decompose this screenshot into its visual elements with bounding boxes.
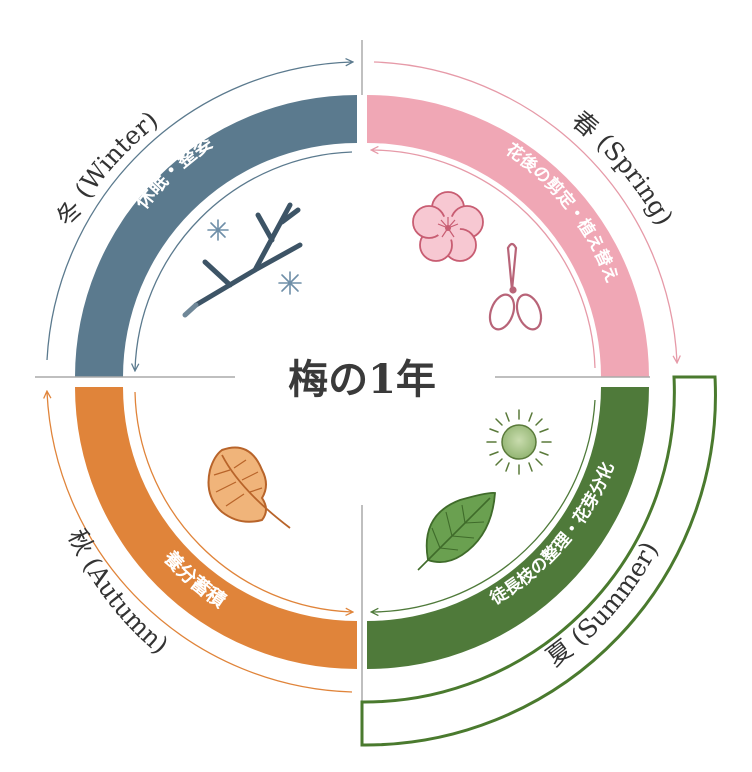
- bare-branch-icon: [182, 202, 303, 318]
- pruning-shears-icon: [488, 242, 543, 331]
- fallen-leaf-icon: [207, 446, 291, 529]
- arrow-winter-inner: [135, 151, 353, 370]
- arrow-autumn-inner: [134, 391, 352, 612]
- arrow-autumn-outer: [47, 392, 353, 693]
- sun-icon: [486, 409, 552, 475]
- snowflake-icon-2: [278, 271, 302, 295]
- arrow-spring-outer: [373, 61, 677, 362]
- autumn-band: [75, 387, 357, 669]
- arrow-summer-inner: [372, 399, 596, 612]
- snowflake-icon: [207, 219, 229, 241]
- summer-band: [367, 387, 649, 669]
- spring-band: [367, 95, 649, 377]
- arrow-winter-outer: [46, 62, 352, 361]
- winter-band: [75, 95, 357, 377]
- arrow-spring-inner: [372, 150, 596, 369]
- plum-blossom-icon: [412, 191, 484, 262]
- green-leaf-icon: [417, 491, 496, 571]
- summer-highlight-outline: [360, 375, 717, 747]
- center-title: 梅の1年: [288, 356, 436, 403]
